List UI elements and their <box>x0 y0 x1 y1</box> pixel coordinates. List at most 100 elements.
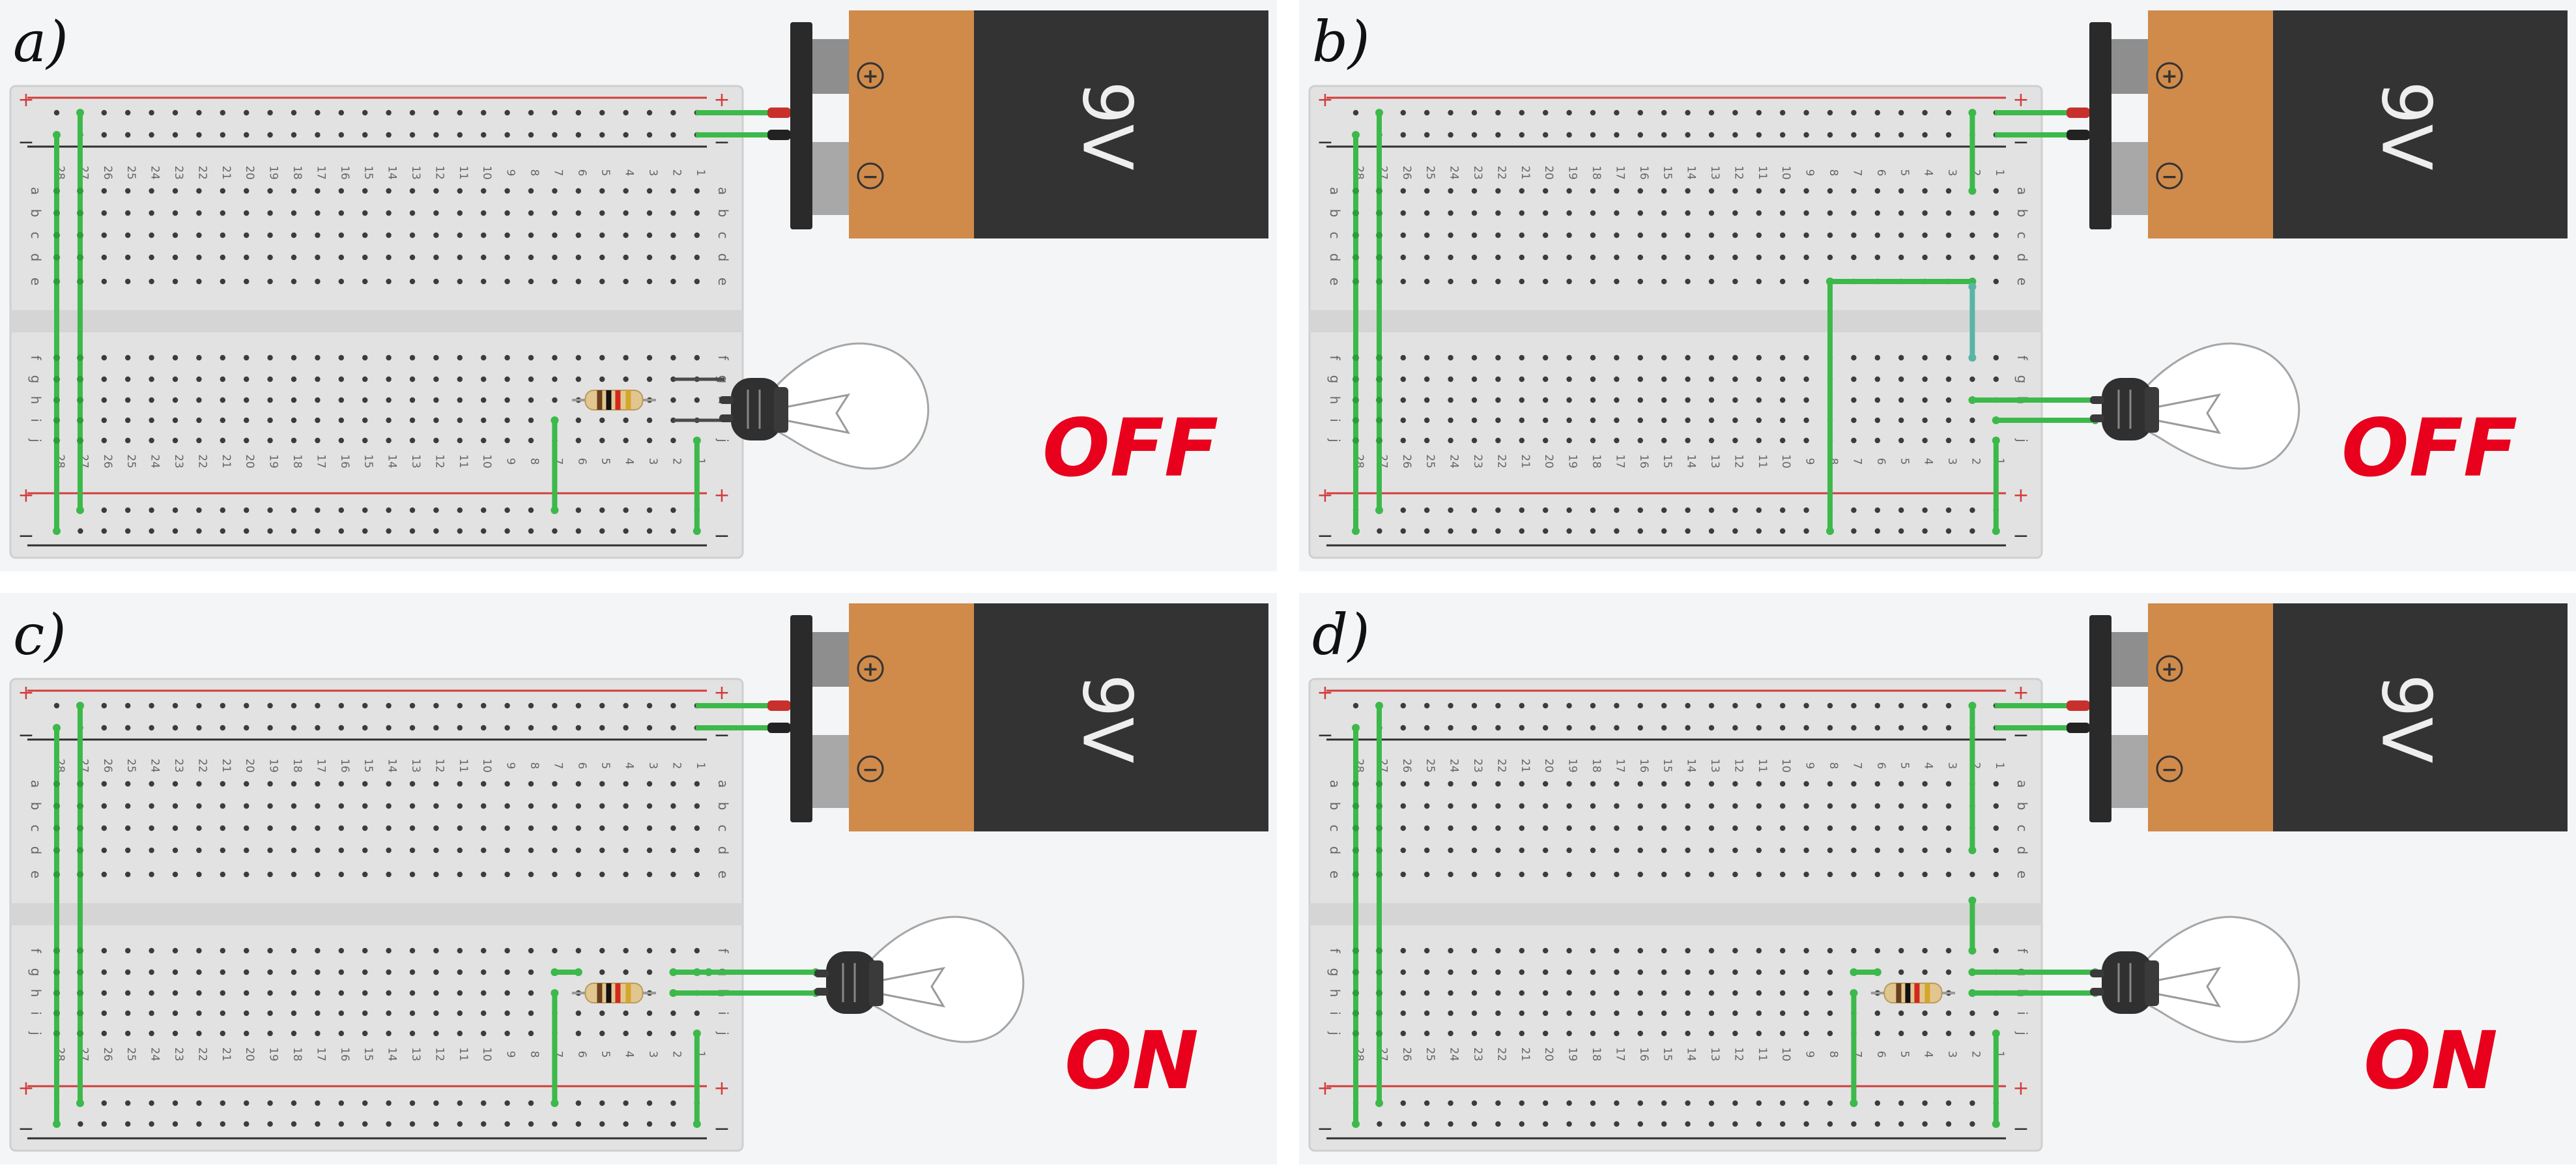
rail-hole <box>1614 109 1620 116</box>
hole <box>1756 781 1762 787</box>
hole <box>1566 232 1572 238</box>
bulb-pin <box>2090 396 2104 404</box>
hole <box>646 232 653 238</box>
hole <box>291 781 297 787</box>
battery-cap <box>849 603 977 831</box>
rail-hole <box>575 1121 581 1127</box>
column-number: 7 <box>551 1051 564 1058</box>
battery-lead-plus-connector <box>2067 700 2090 711</box>
wire-end <box>1850 968 1858 976</box>
hole <box>1756 417 1762 424</box>
rail-hole <box>504 1100 510 1106</box>
hole <box>1922 397 1928 403</box>
hole <box>1803 254 1809 261</box>
hole <box>244 803 250 809</box>
hole <box>1519 803 1524 809</box>
battery-terminal-plus-metal <box>812 39 852 94</box>
hole <box>670 232 676 238</box>
column-number: 2 <box>1969 169 1982 177</box>
hole <box>599 825 605 831</box>
hole <box>1590 188 1596 194</box>
hole <box>386 354 392 361</box>
hole <box>172 969 179 975</box>
hole <box>362 1010 368 1016</box>
rail-hole <box>599 507 605 513</box>
hole <box>1708 803 1715 809</box>
hole <box>1495 847 1501 854</box>
hole <box>504 825 510 831</box>
hole <box>1424 1030 1430 1037</box>
hole <box>1566 1010 1572 1016</box>
hole <box>409 210 416 216</box>
column-number: 12 <box>1732 1047 1745 1061</box>
hole <box>1614 871 1620 878</box>
hole <box>1874 803 1880 809</box>
hole <box>1685 354 1691 361</box>
wire-hole-marker <box>53 376 60 382</box>
column-number: 1 <box>694 458 707 465</box>
hole <box>1448 210 1453 216</box>
hole <box>1803 210 1809 216</box>
hole <box>101 417 107 424</box>
hole <box>481 376 487 382</box>
hole <box>244 990 250 996</box>
rail-hole <box>267 1121 273 1127</box>
rail-hole <box>78 1121 83 1127</box>
hole <box>1898 397 1904 403</box>
hole <box>1400 397 1406 403</box>
hole <box>1780 1010 1786 1016</box>
hole <box>409 376 416 382</box>
column-number: 21 <box>220 1047 233 1061</box>
column-number: 12 <box>1732 166 1745 180</box>
rail-hole <box>101 1121 107 1127</box>
hole <box>1732 354 1738 361</box>
hole <box>1685 278 1691 285</box>
resistor-body <box>584 390 644 411</box>
hole <box>362 437 368 444</box>
column-number: 4 <box>1922 762 1935 770</box>
hole <box>1590 232 1596 238</box>
hole <box>457 871 463 878</box>
rail-hole <box>1590 528 1596 534</box>
hole <box>338 417 344 424</box>
hole <box>1898 437 1904 444</box>
hole <box>1400 947 1406 954</box>
column-number: 26 <box>1400 1047 1413 1061</box>
column-number: 3 <box>1945 1051 1958 1058</box>
hole <box>220 947 225 954</box>
hole <box>1543 254 1549 261</box>
bulb-socket <box>731 378 782 440</box>
rail-hole <box>1945 1100 1952 1106</box>
hole <box>1993 947 1999 954</box>
hole <box>291 278 297 285</box>
hole <box>1614 232 1620 238</box>
rail-hole <box>599 1121 605 1127</box>
resistor-body <box>584 983 644 1003</box>
rail-hole <box>1400 109 1406 116</box>
minus-sign: − <box>1317 131 1333 154</box>
hole <box>244 1010 250 1016</box>
hole <box>1614 1010 1620 1016</box>
hole <box>1519 376 1524 382</box>
wire-end <box>574 968 582 976</box>
rail-hole <box>1590 507 1596 513</box>
hole <box>1471 1030 1478 1037</box>
hole <box>196 417 202 424</box>
minus-terminal-ring <box>857 755 884 783</box>
hole <box>694 188 700 194</box>
rail-hole <box>196 1100 202 1106</box>
row-letter: d <box>28 846 44 855</box>
hole <box>1400 278 1406 285</box>
bulb-pin <box>2090 970 2104 977</box>
hole <box>1495 1010 1501 1016</box>
hole <box>1898 781 1904 787</box>
hole <box>1685 437 1691 444</box>
row-letter: g <box>28 968 44 977</box>
column-number: 11 <box>457 166 470 180</box>
hole <box>1495 947 1501 954</box>
hole <box>623 781 629 787</box>
wire-hole-marker <box>77 376 83 382</box>
wire-end <box>1992 1120 2000 1128</box>
rail-hole <box>1898 507 1904 513</box>
hole <box>599 354 605 361</box>
